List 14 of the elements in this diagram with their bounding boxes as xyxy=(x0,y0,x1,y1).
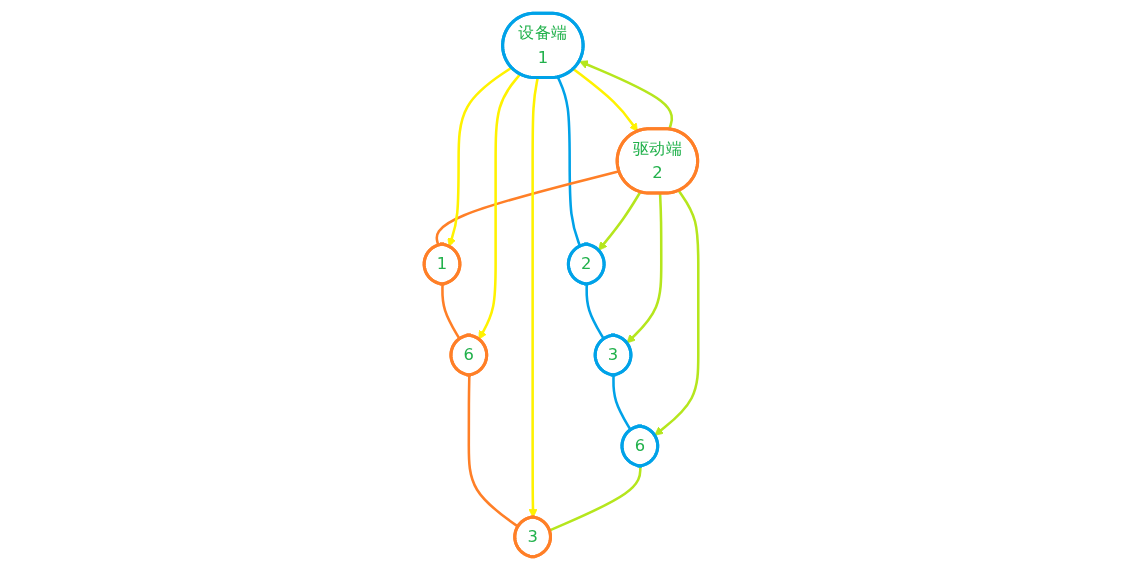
connector xyxy=(612,375,633,431)
arrow xyxy=(447,66,513,247)
arrow xyxy=(654,190,700,436)
arrow xyxy=(478,73,522,340)
connector xyxy=(557,76,582,248)
connector xyxy=(549,466,642,532)
connector xyxy=(585,284,606,340)
arrow xyxy=(598,191,642,251)
arrow xyxy=(579,60,674,130)
arrow xyxy=(626,193,663,344)
connector xyxy=(467,375,520,528)
arrow xyxy=(528,77,540,518)
connector xyxy=(441,284,462,340)
arrow xyxy=(573,68,639,133)
